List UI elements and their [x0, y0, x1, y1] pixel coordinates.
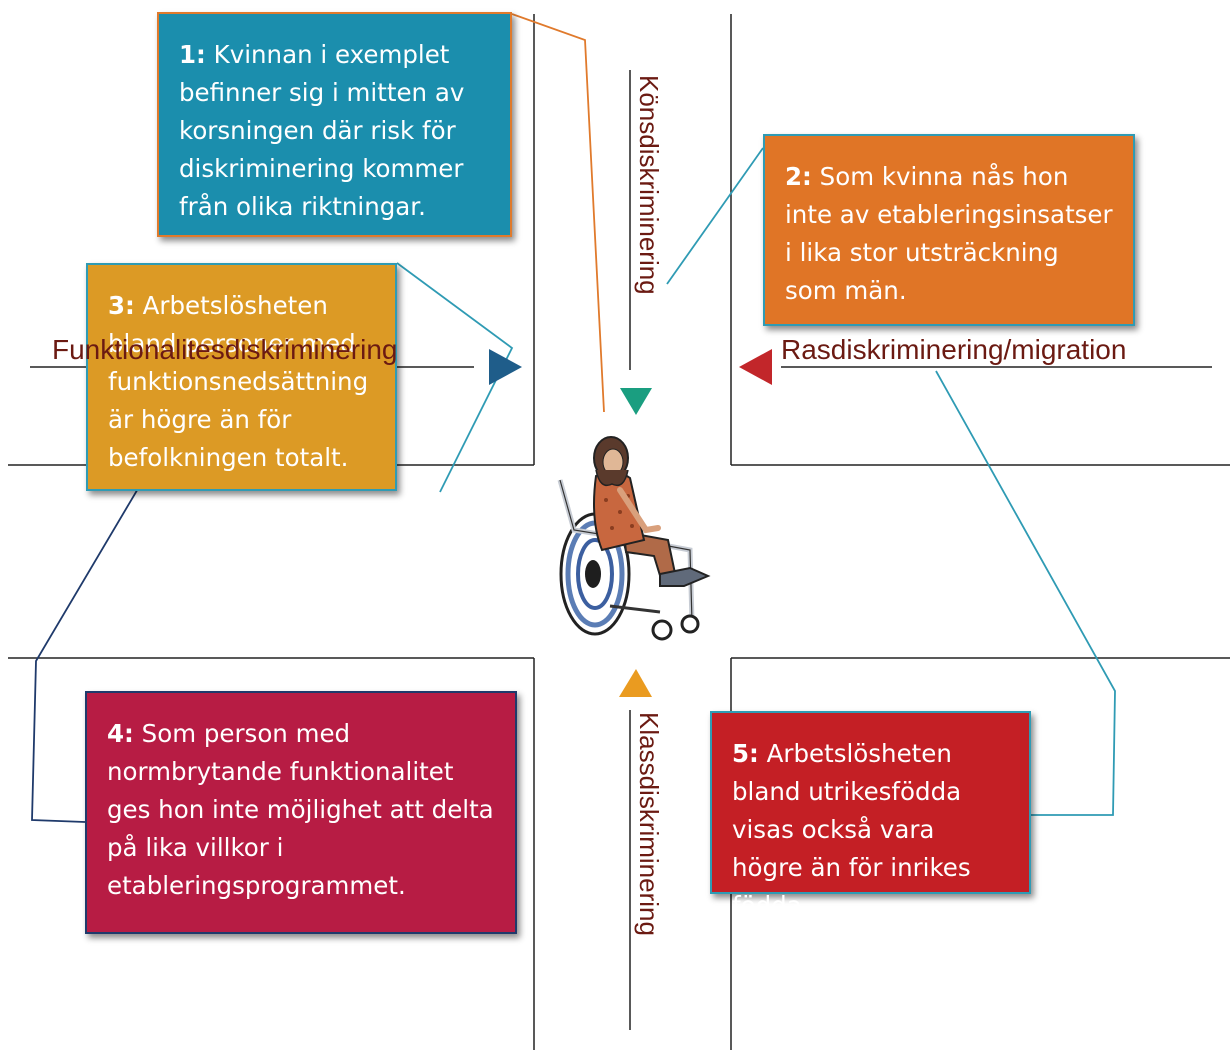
info-box-1: 1: Kvinnan i exemplet befinner sig i mit…	[157, 12, 512, 237]
label-konsdiskriminering: Könsdiskriminering	[634, 75, 664, 295]
info-box-3: 3: Arbetslösheten bland personer med fun…	[86, 263, 397, 491]
connector-box1	[511, 13, 605, 413]
connector-box2	[666, 147, 764, 285]
box-text: Kvinnan i exemplet befinner sig i mitten…	[179, 40, 465, 221]
arrow-right-icon	[489, 349, 522, 385]
arrow-up-icon	[619, 669, 652, 697]
arrow-down-icon	[620, 388, 652, 415]
box-number: 3:	[108, 291, 135, 320]
box-number: 2:	[785, 162, 812, 191]
label-rasdiskriminering: Rasdiskriminering/migration	[781, 334, 1127, 365]
box-text: Arbetslösheten bland utrikesfödda visas …	[732, 739, 971, 920]
box-text: Som person med normbrytande funktionalit…	[107, 719, 494, 900]
box-number: 5:	[732, 739, 759, 768]
box-text: Som kvinna nås hon inte av etableringsin…	[785, 162, 1113, 305]
info-box-5: 5: Arbetslösheten bland utrikesfödda vis…	[710, 711, 1031, 920]
connectors	[31, 13, 1116, 823]
connector-box5	[935, 370, 1116, 816]
label-funktionalitetsdiskriminering: Funktionalitesdiskriminering	[52, 334, 398, 365]
box-number: 4:	[107, 719, 134, 748]
wheelchair-woman-icon	[557, 436, 711, 641]
connector-box4	[31, 366, 211, 823]
arrow-left-icon	[739, 349, 772, 385]
box-text: Arbetslösheten bland personer med funkti…	[108, 291, 369, 472]
box-number: 1:	[179, 40, 206, 69]
connector-box3	[396, 262, 514, 493]
info-box-2: 2: Som kvinna nås hon inte av etablering…	[763, 134, 1135, 326]
label-klassdiskriminering: Klassdiskriminering	[634, 712, 664, 936]
info-box-4: 4: Som person med normbrytande funktiona…	[85, 691, 517, 934]
